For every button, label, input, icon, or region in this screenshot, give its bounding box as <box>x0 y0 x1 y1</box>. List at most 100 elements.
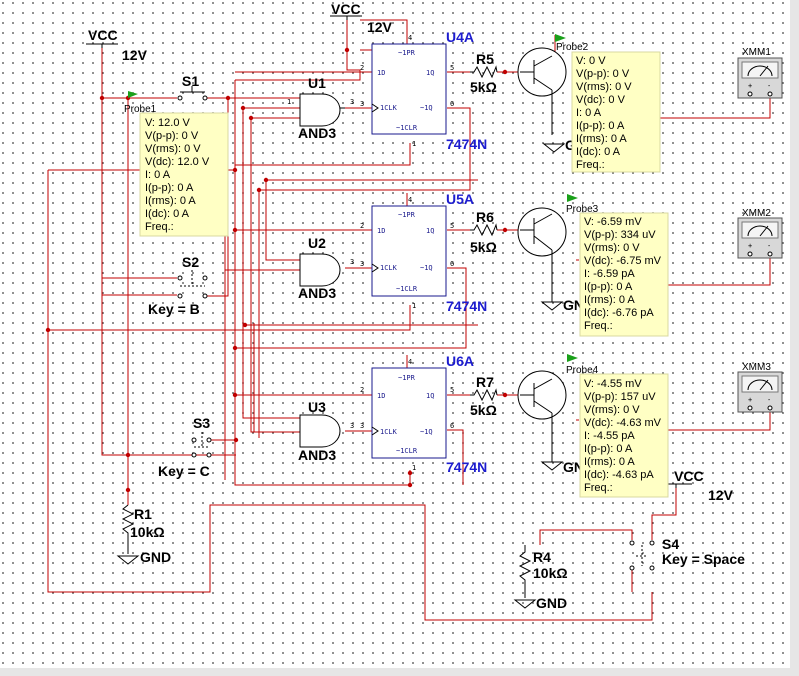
switch-s3[interactable]: S3 Key = C <box>158 415 212 479</box>
resistor-r4[interactable]: R4 10kΩ <box>518 545 568 590</box>
svg-text:1: 1 <box>412 140 416 148</box>
resistor-r4-value: 10kΩ <box>533 565 568 581</box>
switch-s1-label: S1 <box>182 73 199 89</box>
svg-text:~1Q: ~1Q <box>420 264 433 272</box>
switch-s2[interactable]: S2 Key = B <box>148 254 208 317</box>
svg-text:Freq.:: Freq.: <box>584 482 613 494</box>
svg-text:I: -4.55 pA: I: -4.55 pA <box>584 430 635 442</box>
flipflop-u4a[interactable]: ~1PR 1D 1Q 1CLK ~1Q ~1CLR 4 2 3 5 6 1 U4… <box>360 29 487 152</box>
svg-text:I(rms): 0 A: I(rms): 0 A <box>584 456 635 468</box>
resistor-r1[interactable]: R1 10kΩ <box>121 504 165 548</box>
svg-text:-: - <box>767 82 771 90</box>
svg-text:3: 3 <box>350 258 354 266</box>
probe2[interactable]: Probe2 V: 0 V V(p-p): 0 V V(rms): 0 V V(… <box>556 42 661 173</box>
svg-text:G: G <box>565 137 576 153</box>
switch-s4[interactable]: S4 Key = Space <box>629 536 745 571</box>
flipflop-u6a-part: 7474N <box>446 459 487 475</box>
transistor-q1[interactable]: G <box>517 34 576 153</box>
vcc-right-voltage: 12V <box>708 487 734 503</box>
svg-text:Freq.:: Freq.: <box>576 159 605 171</box>
gate-u1[interactable]: 1 3 U1 AND3 <box>287 75 354 141</box>
svg-text:V(dc): 0 V: V(dc): 0 V <box>576 94 626 106</box>
flipflop-u4a-label: U4A <box>446 29 474 45</box>
resistor-r7[interactable]: R7 5kΩ <box>470 374 498 418</box>
vcc-left[interactable]: VCC 12V <box>86 27 148 63</box>
svg-text:5: 5 <box>450 222 454 230</box>
vcc-right[interactable]: VCC 12V <box>660 468 734 503</box>
transistor-q3[interactable]: GN <box>517 354 584 475</box>
vcc-top[interactable]: VCC 12V <box>330 1 393 35</box>
svg-text:~1CLR: ~1CLR <box>396 447 418 455</box>
svg-text:V(rms): 0 V: V(rms): 0 V <box>145 143 201 155</box>
svg-text:V(rms): 0 V: V(rms): 0 V <box>584 242 640 254</box>
resistor-r6[interactable]: R6 5kΩ <box>470 209 498 255</box>
gate-u2-label: U2 <box>308 235 326 251</box>
svg-text:V(p-p): 0 V: V(p-p): 0 V <box>145 130 199 142</box>
svg-text:1D: 1D <box>377 227 385 235</box>
gate-u1-type: AND3 <box>298 125 336 141</box>
svg-text:1Q: 1Q <box>426 69 434 77</box>
svg-text:I(rms): 0 A: I(rms): 0 A <box>576 133 627 145</box>
svg-text:1D: 1D <box>377 392 385 400</box>
flipflop-u6a[interactable]: ~1PR 1D 1Q 1CLK ~1Q ~1CLR 4 2 3 5 6 1 U6… <box>360 353 487 475</box>
svg-text:-: - <box>767 242 771 250</box>
svg-text:6: 6 <box>450 260 454 268</box>
svg-text:~1PR: ~1PR <box>398 211 416 219</box>
resistor-r5[interactable]: R5 5kΩ <box>470 51 498 95</box>
svg-text:4: 4 <box>408 196 412 204</box>
svg-text:1CLK: 1CLK <box>380 428 398 436</box>
svg-text:I(rms): 0 A: I(rms): 0 A <box>145 195 196 207</box>
svg-text:4: 4 <box>408 358 412 366</box>
vcc-right-label: VCC <box>674 468 704 484</box>
switch-s2-label: S2 <box>182 254 199 270</box>
switch-s1[interactable]: S1 <box>177 73 208 101</box>
resistor-r5-value: 5kΩ <box>470 79 497 95</box>
svg-text:V: 12.0 V: V: 12.0 V <box>145 117 191 129</box>
probe2-name: Probe2 <box>556 42 589 53</box>
gate-u1-label: U1 <box>308 75 326 91</box>
scrollbar-vertical[interactable] <box>790 0 799 676</box>
multimeter-xmm2-label: XMM2 <box>742 208 771 219</box>
gate-u2[interactable]: 3 U2 AND3 <box>298 235 354 301</box>
vcc-top-voltage: 12V <box>367 19 393 35</box>
svg-text:I: -6.59 pA: I: -6.59 pA <box>584 268 635 280</box>
svg-text:~1CLR: ~1CLR <box>396 285 418 293</box>
probe1[interactable]: Probe1 V: 12.0 V V(p-p): 0 V V(rms): 0 V… <box>124 91 229 237</box>
ground-r4: GND <box>513 590 567 611</box>
gate-u3[interactable]: 3 U3 AND3 <box>298 399 354 463</box>
switch-s3-key: Key = C <box>158 463 210 479</box>
probe4[interactable]: Probe4 V: -4.55 mV V(p-p): 157 uV V(rms)… <box>566 365 669 498</box>
switch-s4-key: Key = Space <box>662 551 745 567</box>
gate-u3-type: AND3 <box>298 447 336 463</box>
resistor-r1-value: 10kΩ <box>130 524 165 540</box>
svg-text:I(dc): -4.63 pA: I(dc): -4.63 pA <box>584 469 654 481</box>
svg-text:I(dc): 0 A: I(dc): 0 A <box>576 146 621 158</box>
multimeter-xmm2[interactable]: XMM2 + - <box>737 208 783 259</box>
svg-text:V(p-p): 0 V: V(p-p): 0 V <box>576 68 630 80</box>
probe3[interactable]: Probe3 V: -6.59 mV V(p-p): 334 uV V(rms)… <box>566 204 669 337</box>
svg-text:~1PR: ~1PR <box>398 49 416 57</box>
svg-text:V(p-p): 334 uV: V(p-p): 334 uV <box>584 229 656 241</box>
scrollbar-horizontal[interactable] <box>0 668 799 676</box>
flipflop-u5a-label: U5A <box>446 191 474 207</box>
svg-text:V: -4.55 mV: V: -4.55 mV <box>584 378 642 390</box>
svg-text:V(p-p): 157 uV: V(p-p): 157 uV <box>584 391 656 403</box>
svg-text:1: 1 <box>412 302 416 310</box>
svg-text:+: + <box>748 82 752 90</box>
multimeter-xmm3-label: XMM3 <box>742 362 771 373</box>
multimeter-xmm1[interactable]: XMM1 + - <box>737 47 783 99</box>
svg-text:GN: GN <box>563 297 584 313</box>
svg-text:V(dc): -6.75 mV: V(dc): -6.75 mV <box>584 255 662 267</box>
svg-text:I(p-p): 0 A: I(p-p): 0 A <box>584 443 633 455</box>
multimeter-xmm3[interactable]: XMM3 + - <box>737 362 783 413</box>
svg-text:3: 3 <box>350 98 354 106</box>
svg-text:1D: 1D <box>377 69 385 77</box>
resistor-r5-label: R5 <box>476 51 494 67</box>
resistor-r6-value: 5kΩ <box>470 239 497 255</box>
svg-text:GND: GND <box>140 549 171 565</box>
flipflop-u5a[interactable]: ~1PR 1D 1Q 1CLK ~1Q ~1CLR 4 2 3 5 6 1 U5… <box>360 191 487 314</box>
transistor-q2[interactable]: GN <box>517 194 584 313</box>
svg-text:I(dc): -6.76 pA: I(dc): -6.76 pA <box>584 307 654 319</box>
svg-text:1CLK: 1CLK <box>380 104 398 112</box>
